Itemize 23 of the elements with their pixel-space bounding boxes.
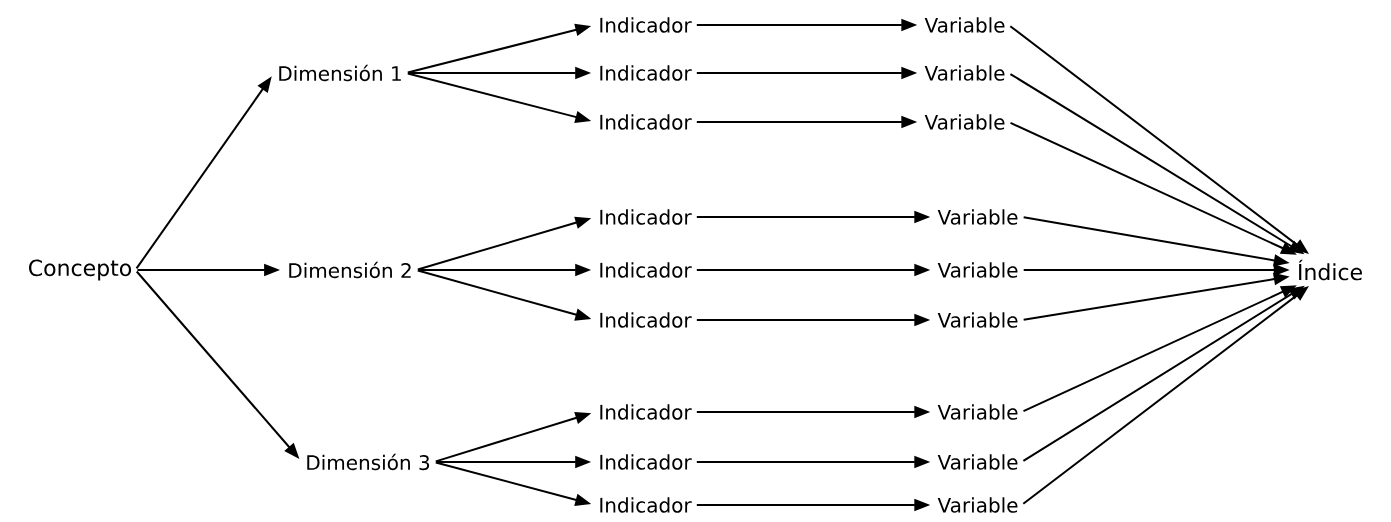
variable-label: Variable xyxy=(937,454,1018,470)
dimension-label: Dimensión 1 xyxy=(279,64,401,82)
variable-label: Variable xyxy=(937,209,1018,225)
indicator-label: Indicador xyxy=(600,312,692,328)
indicator-label: Indicador xyxy=(600,404,692,420)
variable-label: Variable xyxy=(937,404,1018,420)
variable-label: Variable xyxy=(924,65,1005,81)
variable-label: Variable xyxy=(937,497,1018,513)
indicator-label: Indicador xyxy=(600,17,692,33)
indicator-label: Indicador xyxy=(600,209,692,225)
dimension-label: Dimensión 2 xyxy=(289,261,411,279)
indicator-label: Indicador xyxy=(600,114,692,130)
indicator-label: Indicador xyxy=(600,454,692,470)
variable-label: Variable xyxy=(924,17,1005,33)
concept-label: Concepto xyxy=(29,259,132,281)
indicator-label: Indicador xyxy=(600,262,692,278)
dimension-label: Dimensión 3 xyxy=(307,453,430,471)
indicator-label: Indicador xyxy=(600,497,692,513)
indicator-label: Indicador xyxy=(600,65,692,81)
variable-label: Variable xyxy=(924,114,1005,130)
index-label: Índice xyxy=(1298,259,1362,281)
variable-label: Variable xyxy=(937,262,1018,278)
variable-label: Variable xyxy=(937,312,1018,328)
